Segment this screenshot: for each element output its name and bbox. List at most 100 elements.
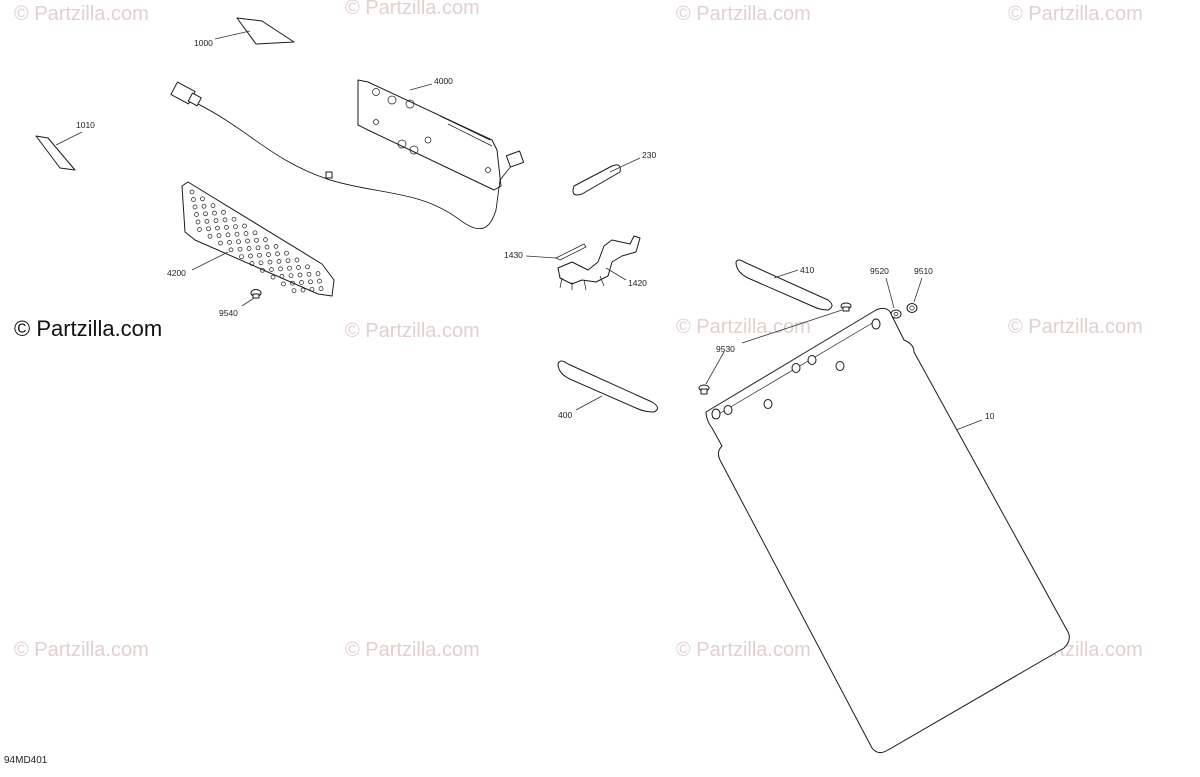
watermark: © Partzilla.com bbox=[345, 0, 480, 19]
part-1430-clip[interactable]: 1430 bbox=[504, 243, 587, 261]
plate-hole bbox=[201, 203, 207, 209]
plate-hole bbox=[254, 237, 259, 243]
plate-hole bbox=[236, 239, 241, 245]
part-1010-decal[interactable]: 1010 bbox=[35, 120, 95, 171]
callout-1010: 1010 bbox=[76, 120, 95, 130]
part-410-reflector[interactable]: 410 bbox=[735, 259, 833, 311]
plate-hole bbox=[195, 219, 201, 225]
plate-hole bbox=[210, 203, 216, 208]
copyright-label: © Partzilla.com bbox=[14, 316, 163, 341]
part-400-reflector[interactable]: 400 bbox=[557, 360, 658, 420]
plate-hole bbox=[191, 197, 196, 202]
part-9510-nut[interactable]: 9510 bbox=[906, 266, 933, 313]
part-1000-decal[interactable]: 1000 bbox=[194, 17, 295, 48]
plate-hole bbox=[245, 238, 250, 244]
plate-hole bbox=[200, 196, 205, 202]
plate-hole bbox=[315, 271, 321, 276]
part-10-mud-flap[interactable]: 10 bbox=[705, 307, 1070, 754]
plate-hole bbox=[249, 261, 255, 266]
plate-hole bbox=[294, 257, 300, 263]
plate-hole bbox=[233, 224, 238, 230]
plate-hole bbox=[309, 286, 315, 292]
watermark: © Partzilla.com bbox=[345, 639, 480, 661]
plate-hole bbox=[278, 266, 283, 272]
part-9540-screw[interactable]: 9540 bbox=[219, 289, 262, 319]
watermark: © Partzilla.com bbox=[14, 3, 149, 25]
plate-hole bbox=[300, 287, 306, 293]
plate-hole bbox=[252, 230, 258, 236]
part-4000-light-panel[interactable]: 4000 bbox=[170, 76, 525, 230]
plate-hole bbox=[287, 265, 292, 271]
watermark: © Partzilla.com bbox=[676, 3, 811, 25]
watermark-layer: © Partzilla.com © Partzilla.com © Partzi… bbox=[14, 0, 1143, 661]
plate-hole bbox=[228, 247, 234, 253]
plate-hole bbox=[288, 273, 294, 279]
callout-9540: 9540 bbox=[219, 308, 238, 318]
plate-hole bbox=[264, 244, 270, 250]
watermark: © Partzilla.com bbox=[14, 639, 149, 661]
part-9530-screw[interactable]: 9530 bbox=[698, 302, 852, 395]
callout-1420: 1420 bbox=[628, 278, 647, 288]
watermark: © Partzilla.com bbox=[676, 639, 811, 661]
plate-hole bbox=[203, 211, 208, 217]
plate-hole bbox=[279, 274, 285, 279]
plate-hole bbox=[194, 212, 199, 217]
plate-hole bbox=[267, 259, 273, 265]
plate-hole bbox=[225, 232, 231, 238]
callout-230: 230 bbox=[642, 150, 656, 160]
plate-hole bbox=[197, 227, 202, 232]
plate-hole bbox=[239, 254, 244, 260]
plate-hole bbox=[269, 267, 274, 272]
plate-hole bbox=[206, 226, 211, 232]
plate-hole bbox=[297, 272, 303, 278]
diagram-code: 94MD401 bbox=[4, 755, 48, 766]
plate-hole bbox=[215, 225, 220, 231]
plate-holes bbox=[189, 189, 324, 294]
plate-hole bbox=[260, 267, 265, 273]
plate-hole bbox=[227, 240, 232, 245]
plate-hole bbox=[207, 233, 213, 239]
plate-hole bbox=[308, 279, 313, 285]
mud-flap-holes bbox=[711, 318, 881, 420]
plate-hole bbox=[204, 218, 210, 224]
plate-hole bbox=[285, 258, 291, 264]
callout-410: 410 bbox=[800, 265, 814, 275]
callout-4200: 4200 bbox=[167, 268, 186, 278]
callout-9510: 9510 bbox=[914, 266, 933, 276]
plate-hole bbox=[212, 210, 217, 216]
plate-hole bbox=[284, 250, 289, 256]
plate-hole bbox=[218, 240, 223, 246]
plate-hole bbox=[290, 280, 295, 286]
callout-9520: 9520 bbox=[870, 266, 889, 276]
plate-hole bbox=[192, 204, 198, 210]
plate-hole bbox=[231, 216, 237, 222]
plate-hole bbox=[255, 245, 261, 251]
plate-hole bbox=[299, 280, 304, 285]
part-1420-bracket[interactable]: 1420 bbox=[557, 235, 647, 291]
part-230-lens[interactable]: 230 bbox=[572, 150, 656, 196]
plate-hole bbox=[242, 223, 247, 229]
plate-hole bbox=[243, 231, 249, 236]
part-4200-perforated-plate[interactable]: 4200 bbox=[167, 181, 335, 297]
callout-10: 10 bbox=[985, 411, 995, 421]
plate-hole bbox=[234, 231, 240, 237]
plate-hole bbox=[317, 278, 322, 284]
watermark: © Partzilla.com bbox=[676, 316, 811, 338]
plate-hole bbox=[221, 210, 226, 215]
callout-400: 400 bbox=[558, 410, 572, 420]
callout-4000: 4000 bbox=[434, 76, 453, 86]
plate-hole bbox=[305, 264, 310, 270]
plate-hole bbox=[291, 288, 297, 294]
plate-hole bbox=[263, 237, 268, 242]
part-9520-washer[interactable]: 9520 bbox=[870, 266, 902, 319]
plate-hole bbox=[273, 244, 279, 249]
plate-hole bbox=[246, 246, 252, 251]
watermark: © Partzilla.com bbox=[345, 320, 480, 342]
callout-9530: 9530 bbox=[716, 344, 735, 354]
callout-1430: 1430 bbox=[504, 250, 523, 260]
plate-hole bbox=[258, 260, 264, 266]
plate-hole bbox=[266, 252, 271, 257]
callout-1000: 1000 bbox=[194, 38, 213, 48]
